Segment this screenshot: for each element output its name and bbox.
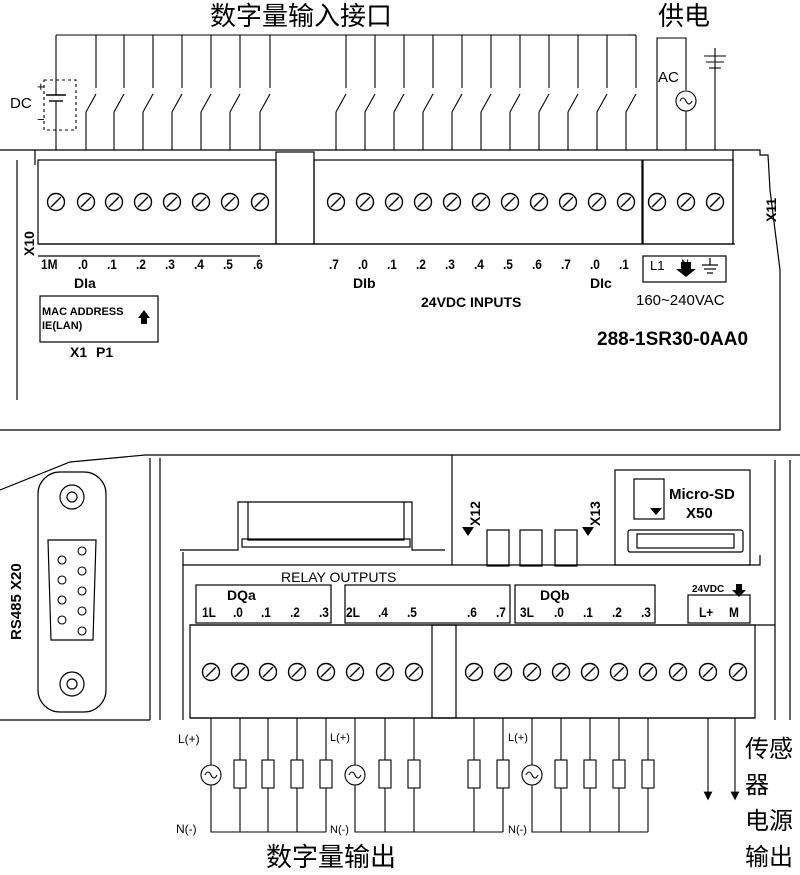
input-wiring — [43, 34, 637, 150]
power-supply-title: 供电 — [658, 2, 711, 32]
l-plus-label: L(+) — [508, 732, 528, 744]
output-pin-label: 1L — [202, 604, 216, 620]
bottom-module-body — [0, 454, 800, 721]
db9-pins — [57, 546, 87, 636]
input-pin-label: .1 — [107, 256, 117, 272]
input-pin-label: .4 — [474, 256, 484, 272]
port-x12-label: X12 — [467, 501, 483, 526]
sensor-power-title-line: 传感 — [745, 735, 793, 763]
output-pin-label: .3 — [641, 604, 651, 620]
digital-input-title: 数字量输入接口 — [210, 2, 393, 32]
n-arrow-icon — [676, 262, 696, 277]
input-terminal-screws — [46, 192, 725, 212]
input-pin-label: .7 — [561, 256, 571, 272]
input-pin-label: .0 — [590, 256, 600, 272]
n-minus-label: N(-) — [176, 822, 197, 836]
group-dia-label: DIa — [74, 275, 96, 291]
n-minus-label: N(-) — [330, 824, 349, 836]
output-pin-label: .1 — [583, 604, 593, 620]
sd-card-icon — [650, 508, 662, 515]
group-dic-label: DIc — [590, 275, 612, 291]
input-pin-label: .4 — [194, 256, 204, 272]
input-pin-label: .5 — [223, 256, 233, 272]
input-pin-label: .7 — [329, 256, 339, 272]
output-pin-label: .7 — [496, 604, 506, 620]
power-pin-l1: L1 — [650, 258, 665, 273]
model-number: 288-1SR30-0AA0 — [597, 329, 749, 350]
dc-label: DC — [10, 95, 32, 112]
input-pin-label: .2 — [416, 256, 426, 272]
input-pin-label: .3 — [445, 256, 455, 272]
micro-sd-label: Micro-SD — [669, 486, 735, 503]
output-pin-label: .6 — [467, 604, 477, 620]
port-x10-label: X10 — [21, 231, 37, 256]
relay-outputs-caption: RELAY OUTPUTS — [281, 569, 397, 585]
output-terminal-screws — [201, 662, 748, 682]
ground-icon — [702, 258, 718, 274]
output-pin-label: L+ — [699, 604, 714, 620]
input-pin-label: .6 — [253, 256, 263, 272]
x13-arrow-icon — [582, 527, 594, 536]
input-pin-label: .2 — [136, 256, 146, 272]
input-pin-label: .1 — [387, 256, 397, 272]
output-pin-label: .2 — [612, 604, 622, 620]
output-pin-label: .5 — [407, 604, 417, 620]
sensor-power-title-line: 输出 — [745, 843, 793, 871]
ac-label: AC — [658, 69, 679, 86]
port-x13-label: X13 — [587, 501, 603, 526]
digital-output-title: 数字量输出 — [266, 843, 397, 873]
sensor-arrow-icon — [732, 584, 746, 597]
output-wiring — [200, 718, 740, 833]
sensor-24vdc-caption: 24VDC — [692, 584, 725, 595]
mac-arrow-icon — [138, 310, 150, 324]
l-plus-label: L(+) — [330, 732, 350, 744]
group-dqb-label: DQb — [540, 587, 570, 603]
l-plus-label: L(+) — [178, 732, 200, 746]
output-pin-label: .4 — [378, 604, 388, 620]
output-pin-label: .1 — [261, 604, 271, 620]
input-pin-label: .0 — [78, 256, 88, 272]
input-pin-label: .0 — [358, 256, 368, 272]
inputs-caption: 24VDC INPUTS — [421, 294, 522, 310]
group-dib-label: DIb — [353, 275, 376, 291]
power-wiring — [656, 37, 726, 150]
input-pin-label: .1 — [619, 256, 629, 272]
x12-arrow-icon — [462, 527, 474, 536]
x50-port-label: X50 — [686, 505, 713, 522]
output-pin-label: 3L — [520, 604, 534, 620]
power-pin-n: N — [681, 258, 689, 270]
mac-address-label: MAC ADDRESS — [42, 306, 124, 318]
power-range-label: 160~240VAC — [636, 292, 725, 309]
output-pin-label: .3 — [319, 604, 329, 620]
output-pin-label: M — [729, 604, 739, 620]
p1-port-label: P1 — [96, 344, 114, 360]
n-minus-label: N(-) — [508, 824, 527, 836]
port-x11-label: X11 — [763, 197, 779, 222]
sensor-power-title-line: 器 — [745, 771, 769, 799]
sensor-power-title-line: 电源 — [745, 807, 793, 835]
output-pin-label: .0 — [554, 604, 564, 620]
input-pin-label: 1M — [41, 256, 58, 272]
output-pin-label: .2 — [290, 604, 300, 620]
dc-plus-sign: + — [37, 79, 45, 94]
ie-lan-label: IE(LAN) — [42, 320, 83, 332]
rs485-port-label: RS485 X20 — [8, 563, 25, 640]
group-dqa-label: DQa — [227, 587, 256, 603]
top-module-body — [0, 149, 781, 431]
output-pin-label: .0 — [233, 604, 243, 620]
x1-port-label: X1 — [70, 344, 88, 360]
dc-minus-sign: − — [37, 112, 45, 127]
input-pin-label: .6 — [532, 256, 542, 272]
output-pin-label: 2L — [346, 604, 360, 620]
input-pin-label: .3 — [165, 256, 175, 272]
input-pin-label: .5 — [503, 256, 513, 272]
